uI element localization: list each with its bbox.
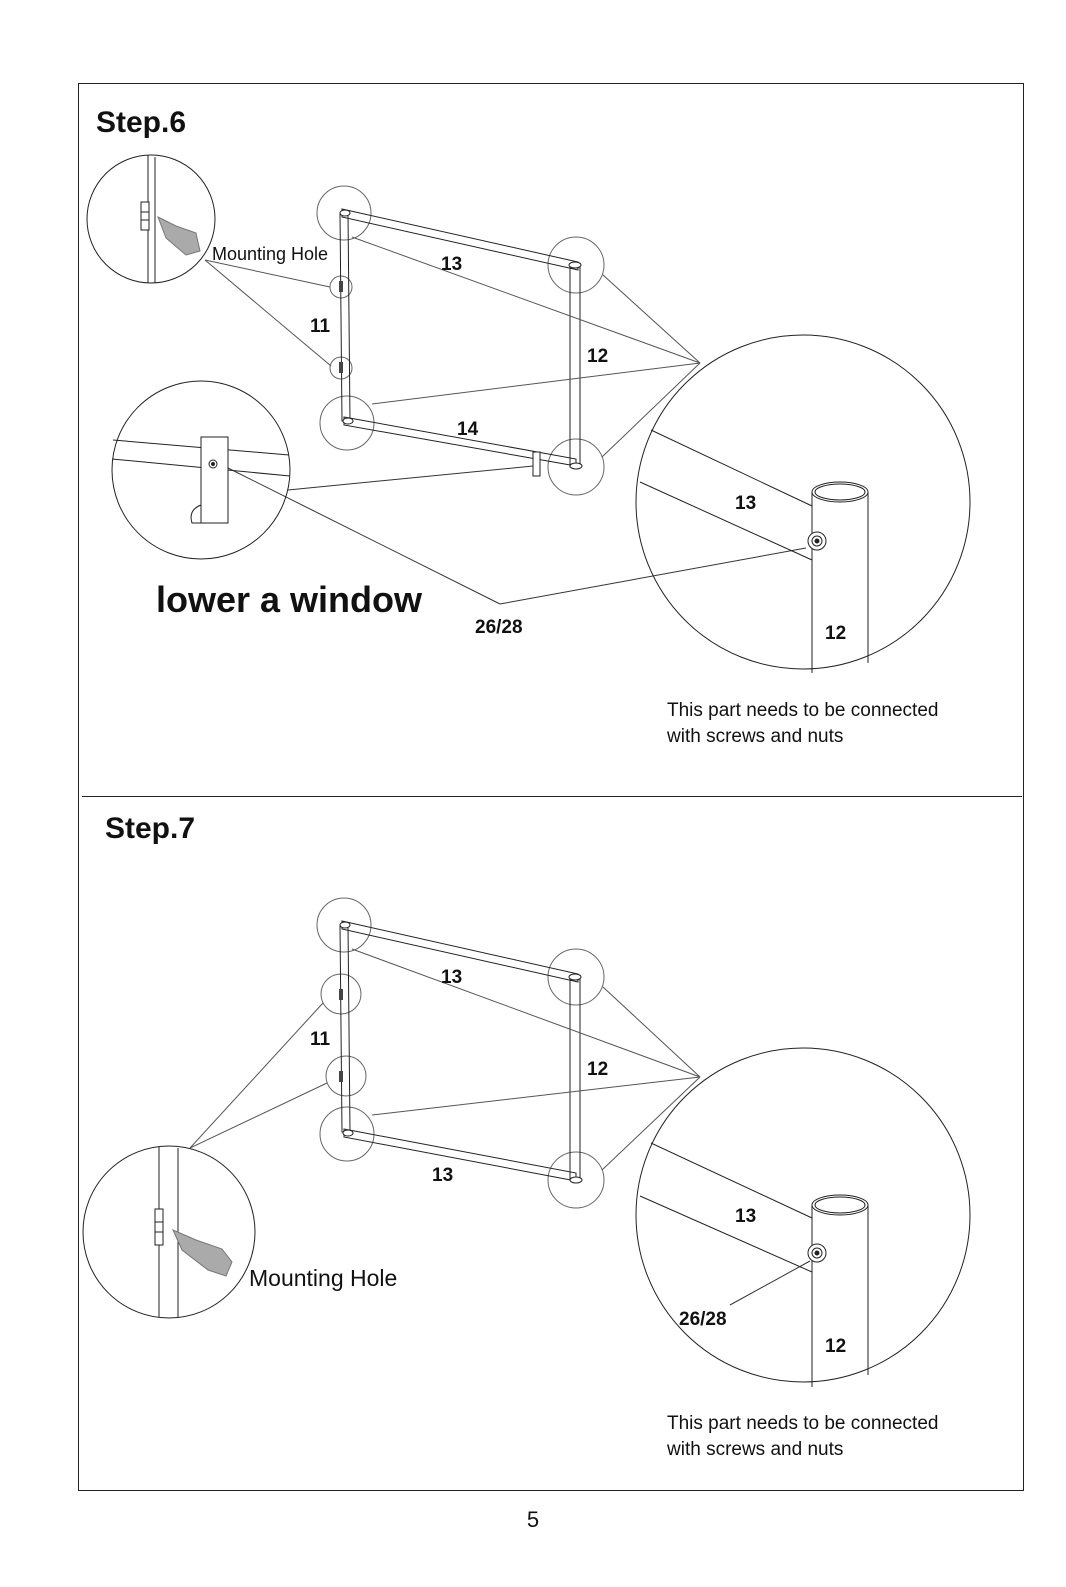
step7-detail-13-label: 13 xyxy=(735,1206,756,1227)
step6-title: Step.6 xyxy=(96,106,187,139)
step6-mounting-hole-label: Mounting Hole xyxy=(212,244,328,264)
step6-screws-label: 26/28 xyxy=(475,617,523,638)
step6-part-12-label: 12 xyxy=(587,346,608,367)
step7-note-line1: This part needs to be connected xyxy=(667,1413,939,1434)
step7-mounting-hole-label: Mounting Hole xyxy=(249,1265,397,1291)
step6-joint-detail xyxy=(635,334,971,673)
lower-window-label: lower a window xyxy=(156,579,423,620)
step7-mounting-hole-detail xyxy=(82,1145,256,1319)
step6-detail-12-label: 12 xyxy=(825,623,846,644)
hand-pointer-icon xyxy=(172,1229,233,1277)
step6-frame-drawing xyxy=(204,185,807,605)
step6-part-11-label: 11 xyxy=(310,316,331,337)
step7-detail-12-label: 12 xyxy=(825,1336,846,1357)
hand-pointer-icon xyxy=(157,215,201,256)
step7-frame-drawing xyxy=(189,897,701,1209)
step6-note: This part needs to be connected with scr… xyxy=(667,698,938,750)
page-number: 5 xyxy=(526,1507,540,1532)
step6-part-14-label: 14 xyxy=(457,419,479,440)
step7-part-11-label: 11 xyxy=(310,1029,331,1050)
step6-part-13-label: 13 xyxy=(441,254,462,275)
step7-part-12-label: 12 xyxy=(587,1059,608,1080)
page-frame xyxy=(78,83,1024,1491)
step7-title: Step.7 xyxy=(105,812,196,845)
step7-note-line2: with screws and nuts xyxy=(667,1439,844,1460)
step-divider xyxy=(82,796,1022,797)
step7-joint-detail xyxy=(635,1047,971,1387)
step7-part-13-top-label: 13 xyxy=(441,967,462,988)
step6-note-line2: with screws and nuts xyxy=(667,726,844,747)
step7-part-13-bottom-label: 13 xyxy=(432,1165,453,1186)
step7-screws-label: 26/28 xyxy=(679,1309,727,1330)
step7-note: This part needs to be connected with scr… xyxy=(667,1411,938,1463)
step6-mounting-hole-detail xyxy=(86,154,216,284)
step6-detail-13-label: 13 xyxy=(735,493,756,514)
step6-bracket-detail xyxy=(111,380,291,560)
step6-note-line1: This part needs to be connected xyxy=(667,700,939,721)
